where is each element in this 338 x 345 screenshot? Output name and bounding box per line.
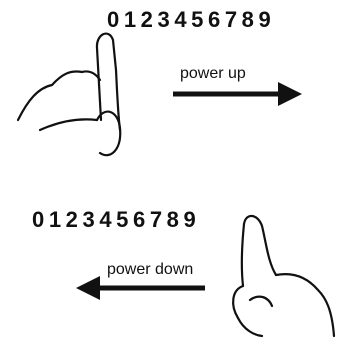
power-up-label: power up bbox=[180, 65, 246, 82]
power-down-label: power down bbox=[107, 261, 194, 278]
top-digit-scale: 0123456789 bbox=[107, 7, 276, 32]
bottom-digit-scale: 0123456789 bbox=[32, 207, 201, 232]
